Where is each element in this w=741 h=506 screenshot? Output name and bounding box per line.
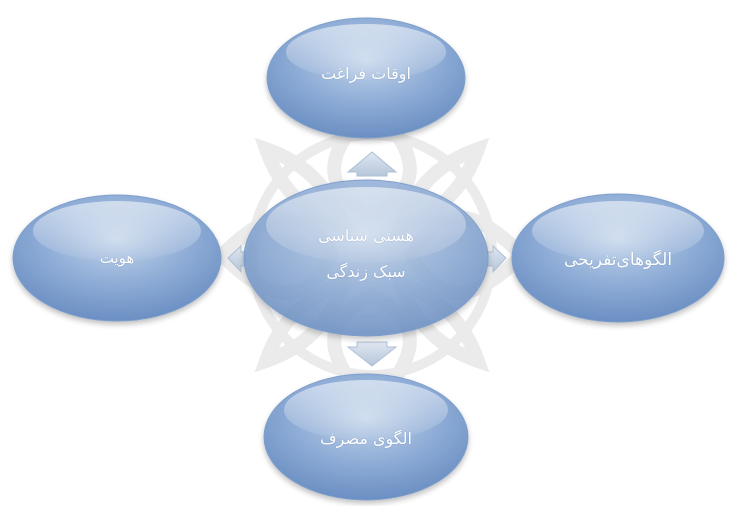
node-left-label: هویت bbox=[99, 249, 135, 267]
arrow-up bbox=[346, 151, 398, 177]
node-left bbox=[12, 194, 222, 322]
node-bottom-label: الگوی مصرف bbox=[320, 429, 412, 448]
arrow-down bbox=[346, 341, 398, 367]
node-right-label: الگوهای‌تفریحی bbox=[563, 250, 673, 270]
node-bottom bbox=[263, 373, 469, 501]
node-center-label-1: هستی شناسی bbox=[318, 226, 414, 245]
node-center-label-2: سبک زندگی bbox=[326, 262, 406, 281]
node-center bbox=[243, 179, 489, 337]
node-top-label: اوقات فراغت bbox=[321, 64, 411, 83]
node-right bbox=[511, 193, 725, 323]
node-top bbox=[266, 17, 466, 139]
